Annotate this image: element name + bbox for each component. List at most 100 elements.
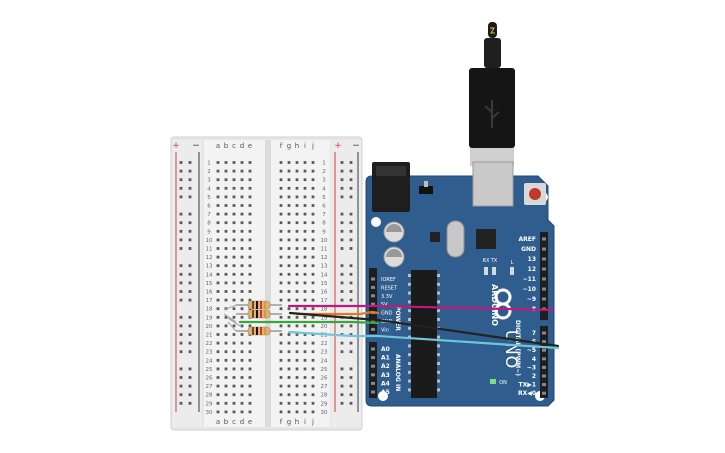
breadboard-hole[interactable] xyxy=(248,281,252,285)
breadboard-hole[interactable] xyxy=(216,350,220,354)
rail-hole[interactable] xyxy=(179,367,183,371)
rail-hole[interactable] xyxy=(179,341,183,345)
breadboard-hole[interactable] xyxy=(232,281,236,285)
breadboard-hole[interactable] xyxy=(311,264,315,268)
breadboard-hole[interactable] xyxy=(287,393,291,397)
breadboard-hole[interactable] xyxy=(311,376,315,379)
rail-hole[interactable] xyxy=(179,212,183,216)
breadboard-hole[interactable] xyxy=(248,264,252,268)
rail-hole[interactable] xyxy=(188,290,192,293)
breadboard-hole[interactable] xyxy=(248,169,252,173)
breadboard-hole[interactable] xyxy=(224,333,228,336)
rail-hole[interactable] xyxy=(188,333,192,336)
breadboard-hole[interactable] xyxy=(224,324,228,328)
breadboard-hole[interactable] xyxy=(287,247,291,250)
breadboard-hole[interactable] xyxy=(232,247,236,250)
breadboard-hole[interactable] xyxy=(232,221,236,225)
breadboard-hole[interactable] xyxy=(232,186,236,190)
breadboard-hole[interactable] xyxy=(248,221,252,225)
header-pin[interactable] xyxy=(371,327,375,331)
header-pin[interactable] xyxy=(371,285,375,289)
breadboard-hole[interactable] xyxy=(303,264,307,268)
breadboard-hole[interactable] xyxy=(224,341,228,345)
rail-hole[interactable] xyxy=(179,281,183,285)
rail-hole[interactable] xyxy=(340,324,344,328)
breadboard-hole[interactable] xyxy=(279,298,283,302)
rail-hole[interactable] xyxy=(179,333,183,336)
breadboard-hole[interactable] xyxy=(279,350,283,354)
breadboard-hole[interactable] xyxy=(232,393,236,397)
breadboard-hole[interactable] xyxy=(216,298,220,302)
rail-hole[interactable] xyxy=(340,367,344,371)
header-pin[interactable] xyxy=(371,364,375,368)
rail-hole[interactable] xyxy=(340,161,344,164)
breadboard-hole[interactable] xyxy=(311,204,315,207)
breadboard-hole[interactable] xyxy=(279,169,283,173)
breadboard-hole[interactable] xyxy=(295,204,299,207)
rail-hole[interactable] xyxy=(340,264,344,268)
breadboard-hole[interactable] xyxy=(232,161,236,164)
breadboard-hole[interactable] xyxy=(248,229,252,233)
breadboard-hole[interactable] xyxy=(279,341,283,345)
rail-hole[interactable] xyxy=(179,350,183,354)
breadboard-hole[interactable] xyxy=(232,324,236,328)
breadboard-hole[interactable] xyxy=(311,307,315,311)
breadboard-hole[interactable] xyxy=(287,324,291,328)
breadboard-hole[interactable] xyxy=(240,376,244,379)
rail-hole[interactable] xyxy=(349,272,353,276)
breadboard-hole[interactable] xyxy=(279,384,283,388)
breadboard-hole[interactable] xyxy=(287,281,291,285)
breadboard-hole[interactable] xyxy=(311,358,315,362)
breadboard-hole[interactable] xyxy=(279,186,283,190)
breadboard-hole[interactable] xyxy=(303,272,307,276)
breadboard-hole[interactable] xyxy=(303,367,307,371)
header-pin[interactable] xyxy=(542,297,546,301)
breadboard-hole[interactable] xyxy=(232,195,236,199)
breadboard-hole[interactable] xyxy=(295,281,299,285)
breadboard-hole[interactable] xyxy=(240,247,244,250)
breadboard-hole[interactable] xyxy=(295,298,299,302)
header-pin[interactable] xyxy=(542,374,546,378)
breadboard-hole[interactable] xyxy=(295,315,299,319)
breadboard-hole[interactable] xyxy=(216,229,220,233)
header-pin[interactable] xyxy=(371,294,375,298)
rail-hole[interactable] xyxy=(188,281,192,285)
breadboard-hole[interactable] xyxy=(248,178,252,182)
rail-hole[interactable] xyxy=(179,315,183,319)
breadboard-hole[interactable] xyxy=(311,272,315,276)
rail-hole[interactable] xyxy=(179,178,183,182)
breadboard-hole[interactable] xyxy=(303,290,307,293)
breadboard-hole[interactable] xyxy=(216,255,220,259)
breadboard-hole[interactable] xyxy=(287,255,291,259)
rail-hole[interactable] xyxy=(179,324,183,328)
wire-green[interactable] xyxy=(238,320,380,325)
breadboard-hole[interactable] xyxy=(295,307,299,311)
breadboard-hole[interactable] xyxy=(224,298,228,302)
breadboard-hole[interactable] xyxy=(240,410,244,414)
breadboard-hole[interactable] xyxy=(224,393,228,397)
breadboard-hole[interactable] xyxy=(279,195,283,199)
breadboard-hole[interactable] xyxy=(295,401,299,405)
header-pin[interactable] xyxy=(542,237,546,241)
breadboard-hole[interactable] xyxy=(224,281,228,285)
breadboard-hole[interactable] xyxy=(287,161,291,164)
breadboard-hole[interactable] xyxy=(224,195,228,199)
breadboard-hole[interactable] xyxy=(216,195,220,199)
breadboard-hole[interactable] xyxy=(295,255,299,259)
breadboard-hole[interactable] xyxy=(240,358,244,362)
breadboard-hole[interactable] xyxy=(287,298,291,302)
breadboard-hole[interactable] xyxy=(224,247,228,250)
breadboard-hole[interactable] xyxy=(295,333,299,336)
rail-hole[interactable] xyxy=(188,195,192,199)
rail-hole[interactable] xyxy=(349,333,353,336)
breadboard-hole[interactable] xyxy=(240,350,244,354)
breadboard-hole[interactable] xyxy=(240,401,244,405)
breadboard-hole[interactable] xyxy=(287,212,291,216)
breadboard-hole[interactable] xyxy=(279,315,283,319)
breadboard-hole[interactable] xyxy=(240,195,244,199)
breadboard-hole[interactable] xyxy=(311,186,315,190)
breadboard-hole[interactable] xyxy=(248,410,252,414)
breadboard-hole[interactable] xyxy=(279,358,283,362)
rail-hole[interactable] xyxy=(349,290,353,293)
breadboard-hole[interactable] xyxy=(303,315,307,319)
